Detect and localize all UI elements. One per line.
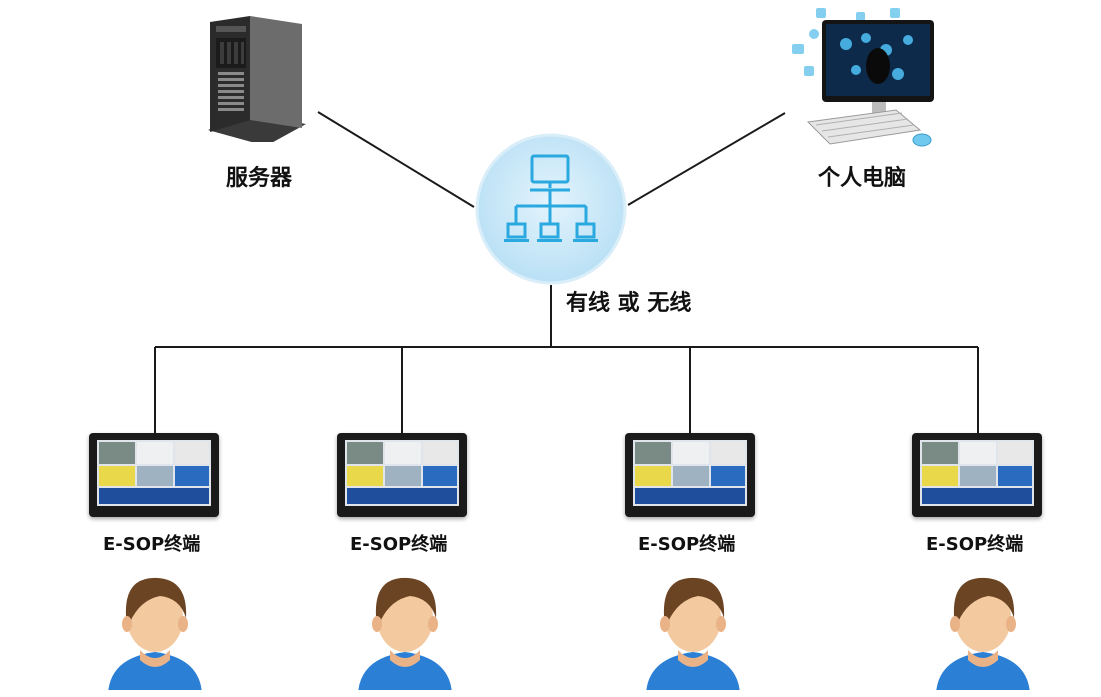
- esop-terminal-3: [625, 433, 755, 517]
- network-label: 有线 或 无线: [566, 290, 692, 316]
- esop-terminal-4: [912, 433, 1042, 517]
- server-label: 服务器: [226, 165, 293, 191]
- user-avatar-icon: [936, 577, 1030, 690]
- user-avatar-icon: [108, 577, 202, 690]
- esop-terminal-1: [89, 433, 219, 517]
- user-avatar-icon: [646, 577, 740, 690]
- terminal-screen: [345, 440, 459, 506]
- user-avatar-icon: [358, 577, 452, 690]
- terminal-label-1: E-SOP终端: [103, 534, 201, 555]
- terminal-label-4: E-SOP终端: [926, 534, 1024, 555]
- server-icon: [208, 16, 306, 142]
- terminal-label-2: E-SOP终端: [350, 534, 448, 555]
- terminal-screen: [920, 440, 1034, 506]
- server-link: [317, 111, 475, 208]
- esop-terminal-2: [337, 433, 467, 517]
- pc-link: [627, 112, 786, 206]
- network-hub-icon: [475, 133, 627, 285]
- pc-icon: [792, 8, 934, 147]
- pc-label: 个人电脑: [818, 165, 907, 191]
- terminal-label-3: E-SOP终端: [638, 534, 736, 555]
- terminal-screen: [633, 440, 747, 506]
- terminal-screen: [97, 440, 211, 506]
